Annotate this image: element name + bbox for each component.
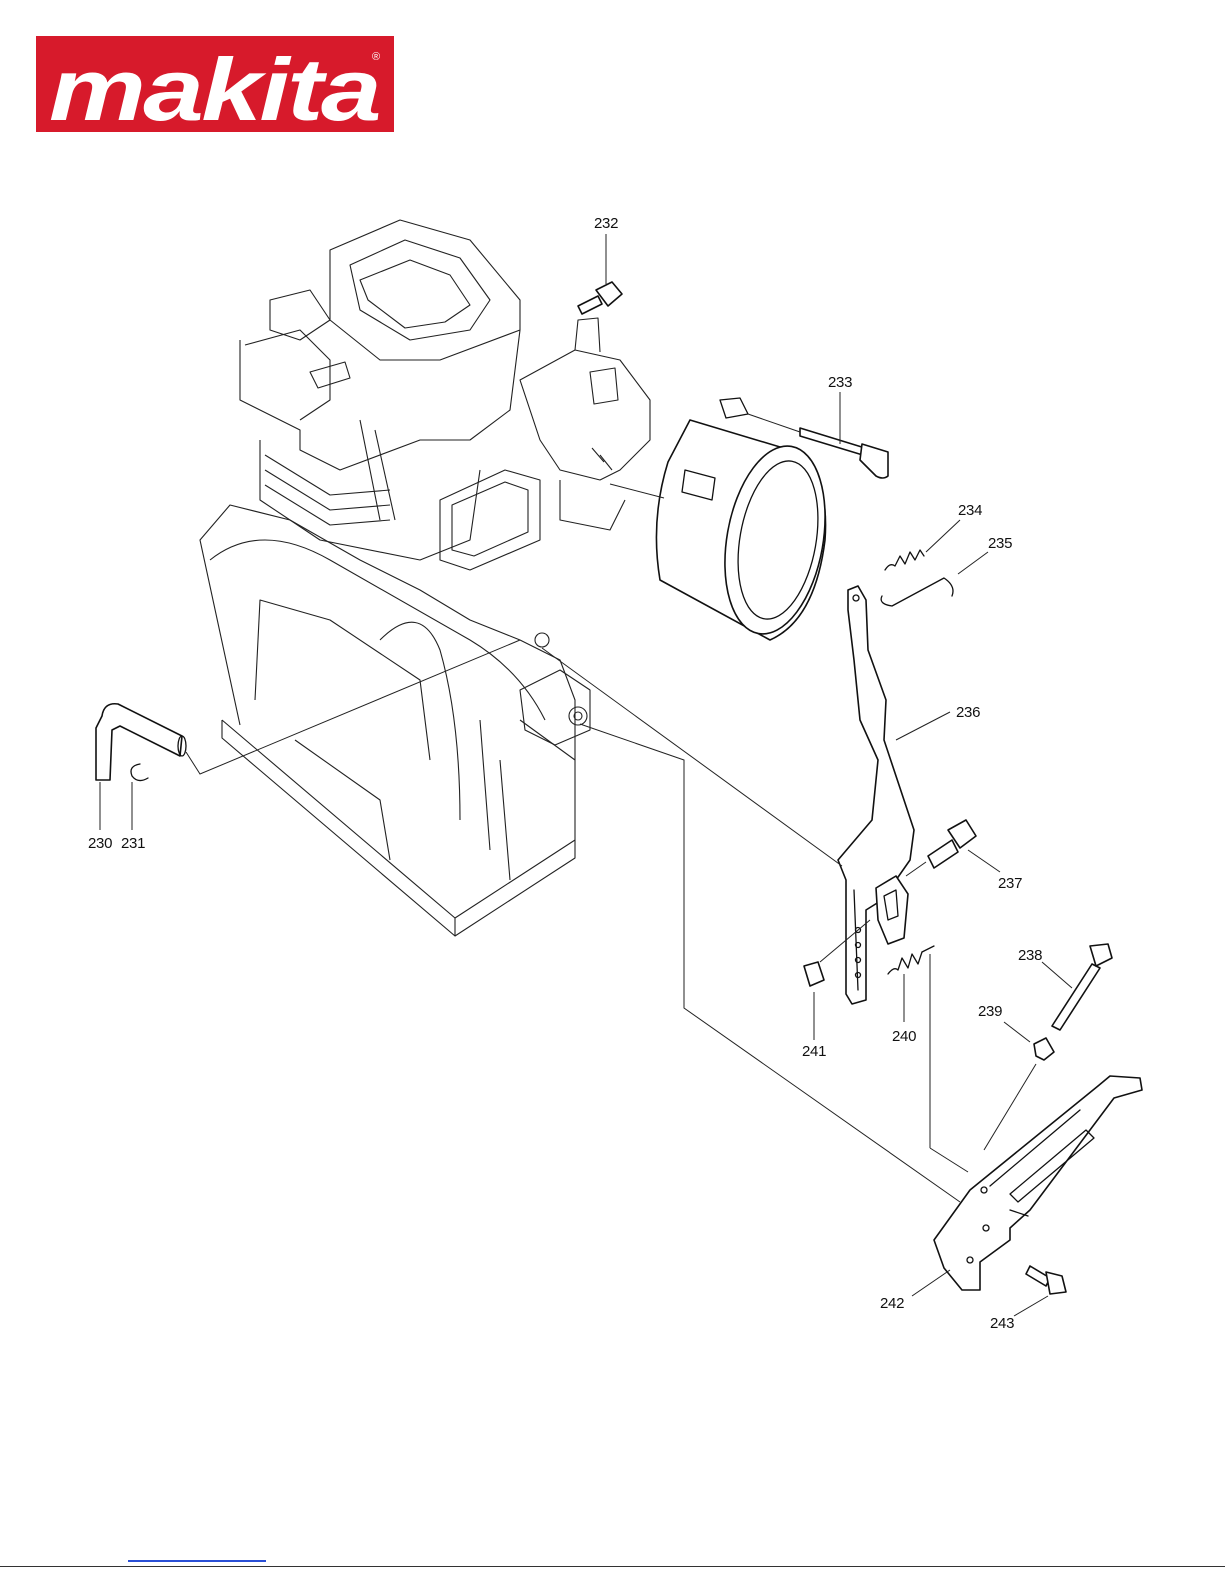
part-235-governor-rod — [881, 552, 988, 606]
part-230-governor-shaft — [96, 640, 520, 830]
part-231-e-clip — [131, 764, 148, 830]
label-240: 240 — [892, 1028, 916, 1045]
part-243-bolt — [1014, 1266, 1066, 1316]
label-231: 231 — [121, 835, 145, 852]
label-234: 234 — [958, 502, 982, 519]
engine-assembly — [200, 220, 650, 936]
label-242: 242 — [880, 1295, 904, 1312]
label-235: 235 — [988, 535, 1012, 552]
part-236-control-lever — [838, 586, 950, 1004]
part-232-flange-bolt — [578, 234, 622, 314]
part-242-control-bracket — [912, 1076, 1142, 1296]
part-234-spring — [885, 520, 960, 570]
label-236: 236 — [956, 704, 980, 721]
footer-rule — [0, 1566, 1225, 1567]
part-labels: 230 231 232 233 234 235 236 237 238 239 … — [88, 215, 1042, 1332]
label-230: 230 — [88, 835, 112, 852]
label-238: 238 — [1018, 947, 1042, 964]
label-237: 237 — [998, 875, 1022, 892]
label-243: 243 — [990, 1315, 1014, 1332]
label-239: 239 — [978, 1003, 1002, 1020]
footer-link-underline[interactable] — [128, 1560, 266, 1562]
label-232: 232 — [594, 215, 618, 232]
label-233: 233 — [828, 374, 852, 391]
part-237-bolt — [906, 820, 1000, 876]
label-241: 241 — [802, 1043, 826, 1060]
part-240-return-spring — [888, 946, 968, 1172]
part-238-long-bolt — [1042, 944, 1112, 1030]
